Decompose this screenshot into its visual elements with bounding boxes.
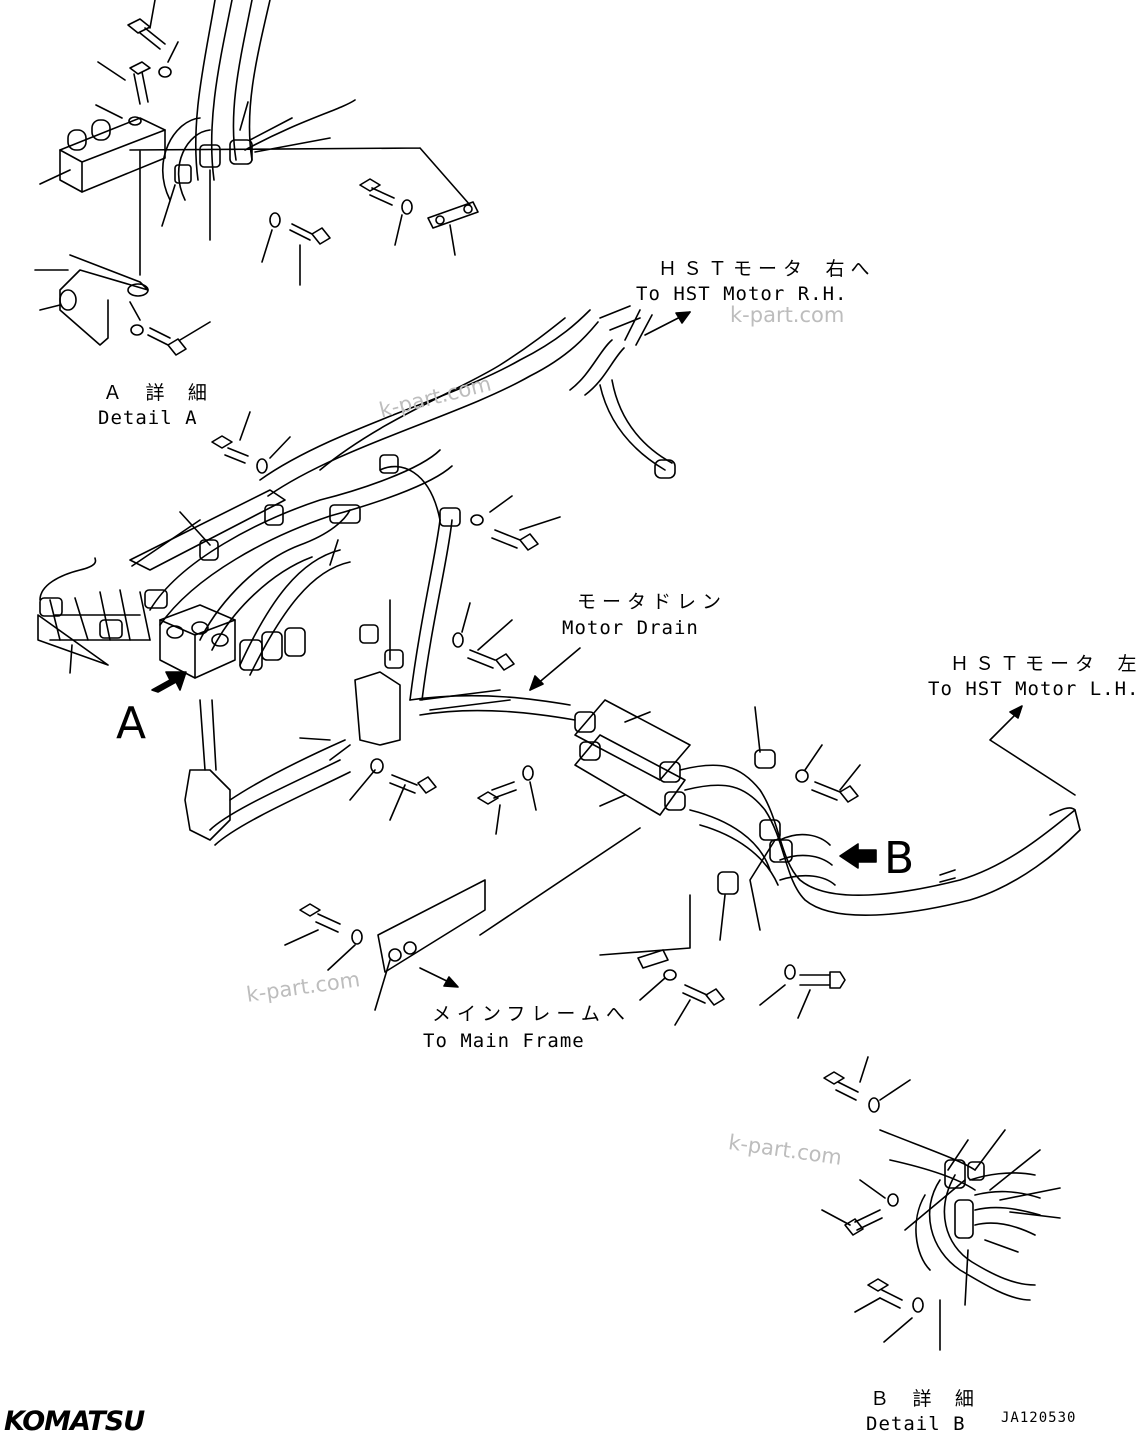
komatsu-logo: KOMATSU [4, 1406, 145, 1437]
detail-a-assembly [34, 0, 479, 356]
view-arrow-a [151, 671, 187, 693]
label-motor-drain-jp: モータドレン [577, 591, 728, 613]
drawing-code: JA120530 [1001, 1410, 1077, 1426]
detail-a-bolt-1 [127, 18, 166, 50]
label-main-frame-jp: メインフレームへ [432, 1003, 631, 1025]
label-detail-b-jp: Ｂ 詳 細 [870, 1388, 980, 1410]
view-label-a: A [116, 698, 147, 749]
watermark: k-part.com [730, 303, 845, 327]
detail-b-assembly [821, 1056, 1061, 1351]
view-arrow-b [839, 843, 877, 869]
label-detail-a-jp: Ａ 詳 細 [103, 382, 213, 404]
label-hst-rh-en: To HST Motor R.H. [636, 283, 848, 305]
label-hst-rh-jp: ＨＳＴモータ 右へ [658, 258, 876, 280]
main-assembly [37, 305, 1081, 1026]
label-hst-lh-jp: ＨＳＴモータ 左へ [950, 653, 1139, 675]
view-label-b: B [884, 833, 915, 884]
label-main-frame-en: To Main Frame [423, 1030, 585, 1052]
label-motor-drain-en: Motor Drain [562, 617, 699, 639]
label-detail-b-en: Detail B [866, 1413, 966, 1435]
label-hst-lh-en: To HST Motor L.H. [928, 678, 1139, 700]
label-detail-a-en: Detail A [98, 407, 198, 429]
